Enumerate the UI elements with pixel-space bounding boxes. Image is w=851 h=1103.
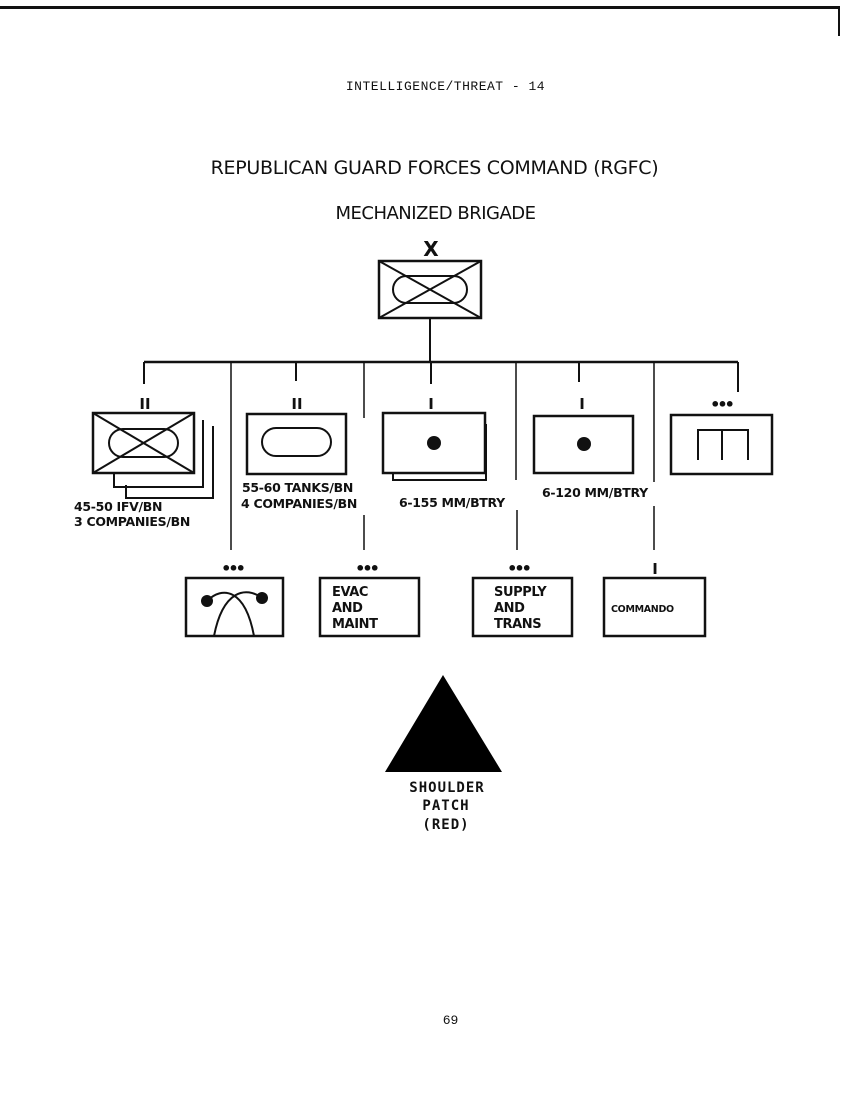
unit-box — [245, 412, 348, 476]
page-header: INTELLIGENCE/THREAT - 14 — [345, 79, 546, 94]
echelon-marker: ••• — [710, 395, 732, 414]
diagram-title: REPUBLICAN GUARD FORCES COMMAND (RGFC) — [210, 157, 659, 179]
echelon-marker: I — [652, 560, 658, 578]
signal-icon — [201, 591, 268, 637]
unit-label: 4 COMPANIES/BN — [241, 496, 357, 511]
unit-label: 3 COMPANIES/BN — [74, 514, 190, 529]
unit-label: MAINT — [332, 617, 378, 632]
diagram-subtitle: MECHANIZED BRIGADE — [335, 203, 536, 224]
echelon-marker: II — [139, 395, 150, 413]
unit-label: AND — [332, 601, 363, 616]
echelon-marker: ••• — [507, 559, 529, 578]
unit-label: 6-120 MM/BTRY — [542, 485, 649, 500]
unit-box — [669, 413, 774, 476]
shoulder-patch-label: SHOULDER — [409, 780, 484, 796]
unit-label: AND — [494, 601, 525, 616]
echelon-marker: I — [428, 395, 434, 413]
echelon-marker: II — [291, 395, 302, 413]
unit-label: TRANS — [494, 617, 541, 632]
unit-armor-battalion — [245, 412, 348, 476]
hq-unit — [377, 259, 483, 320]
mechanized-infantry-icon — [378, 260, 482, 319]
artillery-icon — [577, 437, 591, 451]
echelon-marker-brigade: X — [423, 237, 439, 261]
mechanized-infantry-icon — [92, 412, 195, 474]
unit-155mm-artillery-battery — [381, 411, 487, 481]
artillery-icon — [427, 436, 441, 450]
unit-evac-maint-company — [318, 576, 421, 638]
unit-label: 6-155 MM/BTRY — [399, 495, 506, 510]
shoulder-patch-triangle — [385, 675, 502, 772]
stack-shadow — [113, 420, 204, 488]
unit-label: 55-60 TANKS/BN — [242, 480, 353, 495]
unit-label: EVAC — [332, 585, 368, 600]
unit-box — [318, 576, 421, 638]
unit-label: COMMANDO — [611, 604, 674, 615]
unit-box — [184, 576, 285, 638]
echelon-marker: ••• — [355, 559, 377, 578]
echelon-marker: ••• — [221, 559, 243, 578]
unit-box — [602, 576, 707, 638]
unit-engineer-company — [669, 413, 774, 476]
page-number: 69 — [442, 1013, 459, 1028]
armor-icon — [261, 427, 332, 457]
shoulder-patch-label: PATCH — [422, 798, 469, 814]
unit-120mm-battery — [532, 414, 635, 475]
unit-mech-infantry-battalion — [91, 411, 214, 499]
unit-label: SUPPLY — [494, 585, 547, 600]
top-border-rule — [0, 6, 838, 9]
unit-signal-company — [184, 576, 285, 638]
right-border-rule — [838, 6, 840, 36]
unit-box — [532, 414, 635, 475]
unit-supply-trans-company — [471, 576, 574, 638]
shoulder-patch-label: (RED) — [422, 817, 469, 833]
echelon-marker: I — [579, 395, 585, 413]
unit-label: 45-50 IFV/BN — [74, 499, 162, 514]
engineer-icon — [697, 429, 749, 460]
unit-box — [471, 576, 574, 638]
stack-shadow — [125, 426, 214, 499]
unit-commando-platoon — [602, 576, 707, 638]
